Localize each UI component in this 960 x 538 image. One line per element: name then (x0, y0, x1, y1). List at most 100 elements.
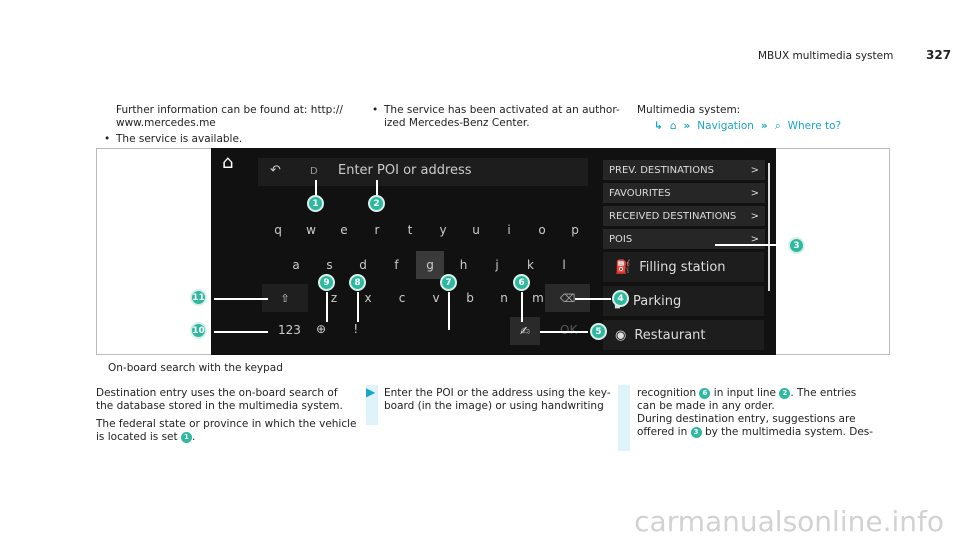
callout-4: 4 (612, 290, 629, 307)
body3-line3: During destination entry, suggestions ar… (637, 413, 856, 425)
body2-line2: board (in the image) or using handwritin… (384, 400, 604, 412)
key-k: k (527, 258, 534, 272)
key-v: v (432, 291, 440, 305)
menu-item: PREV. DESTINATIONS> (603, 160, 765, 180)
key-x: x (364, 291, 372, 305)
chevron-right-icon: > (750, 210, 759, 222)
callout-10: 10 (190, 322, 207, 339)
callout-9: 9 (318, 274, 335, 291)
key-n: n (500, 291, 508, 305)
menu-item: FAVOURITES> (603, 183, 765, 203)
step-arrow-icon: ▶ (366, 385, 376, 399)
body1-line4: is located is set 1. (96, 431, 196, 443)
multimedia-system-label: Multimedia system: (637, 104, 741, 116)
shift-icon: ⇧ (262, 284, 308, 312)
nav-where-to: Where to? (787, 120, 842, 132)
callout-line-4 (575, 298, 611, 300)
restaurant-icon: ◉ (615, 327, 627, 343)
key-u: u (472, 223, 480, 237)
back-icon: ↶ (270, 163, 281, 178)
home-icon: ⌂ (669, 120, 677, 132)
key-t: t (407, 223, 413, 237)
callout-1: 1 (307, 195, 324, 212)
body3-line1: recognition 6 in input line 2. The entri… (637, 387, 857, 399)
callout-6: 6 (513, 274, 530, 291)
nav-navigation: Navigation (697, 120, 754, 132)
bullet-available: The service is available. (104, 133, 242, 146)
input-bar (258, 158, 588, 186)
body3-line4: offered in 3 by the multimedia system. D… (637, 426, 874, 438)
figure-caption: On-board search with the keypad (108, 362, 283, 374)
globe-icon: ⊕ (316, 322, 327, 336)
info-text-line2: www.mercedes.me (116, 117, 216, 129)
bullet-activated-line1: The service has been activated at an aut… (372, 104, 620, 117)
body1-line1: Destination entry uses the on-board sear… (96, 387, 338, 399)
callout-line-10 (214, 331, 268, 333)
key-r: r (374, 223, 380, 237)
callout-line-5 (540, 331, 588, 333)
running-header: MBUX multimedia system (758, 50, 894, 62)
body1-line2: the database stored in the multimedia sy… (96, 400, 343, 412)
callout-line-11 (214, 298, 268, 300)
inline-callout-3: 3 (690, 426, 702, 438)
handwriting-icon: ✍ (510, 317, 540, 345)
highlight-bar (618, 385, 630, 451)
key-f: f (394, 258, 399, 272)
key-l: l (562, 258, 566, 272)
callout-line-8 (357, 292, 359, 322)
ok-key: OK (560, 323, 578, 337)
key-m: m (532, 291, 544, 305)
key-a: a (292, 258, 300, 272)
microphone-icon: ǃ (354, 322, 358, 336)
callout-line-1 (315, 180, 317, 198)
inline-callout-2: 2 (779, 387, 791, 399)
key-i: i (507, 223, 511, 237)
callout-line-3 (715, 244, 790, 246)
menu-item: POIS> (603, 229, 765, 249)
category-parking: ▌Parking (603, 286, 764, 316)
search-input: Enter POI or address (338, 163, 472, 178)
chevron-right-icon: > (750, 187, 759, 199)
arrow-icon: ↳ (654, 120, 663, 132)
callout-5: 5 (590, 323, 607, 340)
menu-item: RECEIVED DESTINATIONS> (603, 206, 765, 226)
key-g: g (416, 251, 444, 279)
callout-11: 11 (190, 289, 207, 306)
key-j: j (495, 258, 499, 272)
bullet-activated-line2: ized Mercedes-Benz Center. (384, 117, 530, 129)
category-restaurant: ◉Restaurant (603, 320, 764, 350)
key-z: z (330, 291, 338, 305)
callout-line-6 (521, 292, 523, 322)
category-filling-station: ⛽Filling station (603, 252, 764, 282)
callout-3: 3 (788, 237, 805, 254)
numbers-key: 123 (278, 323, 301, 337)
callout-2: 2 (368, 195, 385, 212)
body3-line2: can be made in any order. (637, 400, 775, 412)
highlight-bar (366, 385, 378, 425)
callout-line-2 (376, 180, 378, 198)
home-icon: ⌂ (222, 152, 234, 173)
chevron-right-icon: > (750, 164, 759, 176)
watermark: carmanualsonline.info (634, 505, 944, 538)
key-w: w (306, 223, 316, 237)
key-h: h (459, 258, 468, 272)
inline-callout-6: 6 (699, 387, 711, 399)
search-icon: ⌕ (774, 120, 781, 132)
key-s: s (326, 258, 333, 272)
body1-line3: The federal state or province in which t… (96, 418, 357, 430)
key-d: d (359, 258, 367, 272)
key-q: q (274, 223, 282, 237)
double-chevron-icon: » (683, 120, 691, 132)
page-number: 327 (926, 48, 952, 62)
callout-8: 8 (349, 274, 366, 291)
key-c: c (398, 291, 406, 305)
double-chevron-icon: » (760, 120, 768, 132)
inline-callout-1: 1 (180, 431, 192, 443)
key-e: e (340, 223, 348, 237)
callout-7: 7 (440, 274, 457, 291)
input-marker: D (310, 166, 318, 177)
callout-line-9 (326, 292, 328, 322)
key-y: y (439, 223, 447, 237)
key-p: p (571, 223, 579, 237)
fuel-icon: ⛽ (615, 259, 632, 275)
